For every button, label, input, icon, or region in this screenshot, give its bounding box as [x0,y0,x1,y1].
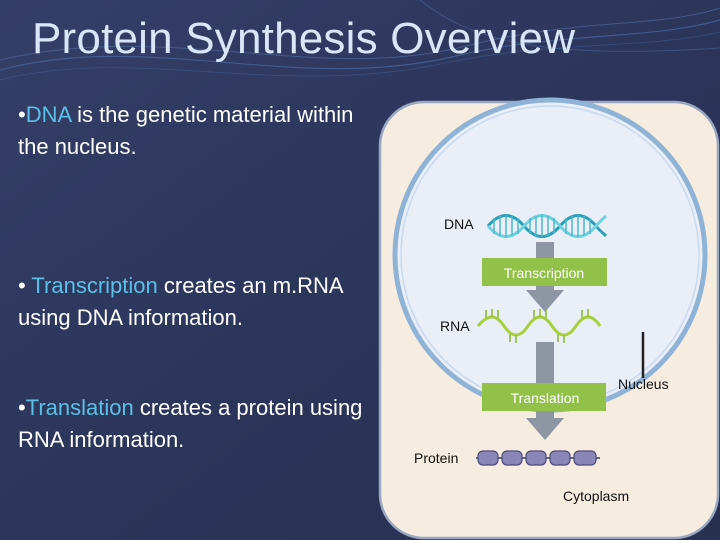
rna-strand-icon [476,309,602,343]
slide-title: Protein Synthesis Overview [32,14,576,63]
translation-label: Translation [511,390,580,406]
bullet-marker: • [18,395,26,420]
transcription-label: Transcription [504,265,584,281]
bullet-transcription: • Transcription creates an m.RNA using D… [18,270,358,334]
bullet-text: is the genetic material within the nucle… [18,102,354,159]
cell-diagram: DNA Transcription RNA [378,97,720,540]
dna-label: DNA [444,216,474,232]
bullet-keyword: Transcription [25,273,158,298]
bullet-dna: •DNA is the genetic material within the … [18,99,358,163]
translation-box [482,383,606,411]
bullet-keyword: DNA [25,102,71,127]
bullet-translation: •Translation creates a protein using RNA… [18,392,368,456]
protein-label: Protein [414,450,458,466]
protein-chain-icon [476,450,600,466]
cytoplasm-label: Cytoplasm [563,488,629,504]
bullet-text: creates a protein using RNA information. [18,395,363,452]
bullet-marker: • [18,102,26,127]
dna-helix-icon [486,214,608,238]
nucleus-label: Nucleus [618,376,669,392]
bullet-text: creates an m.RNA using DNA information. [18,273,343,330]
rna-label: RNA [440,318,470,334]
bullet-marker: • [18,273,26,298]
bullet-keyword: Translation [25,395,134,420]
transcription-box [482,258,607,286]
